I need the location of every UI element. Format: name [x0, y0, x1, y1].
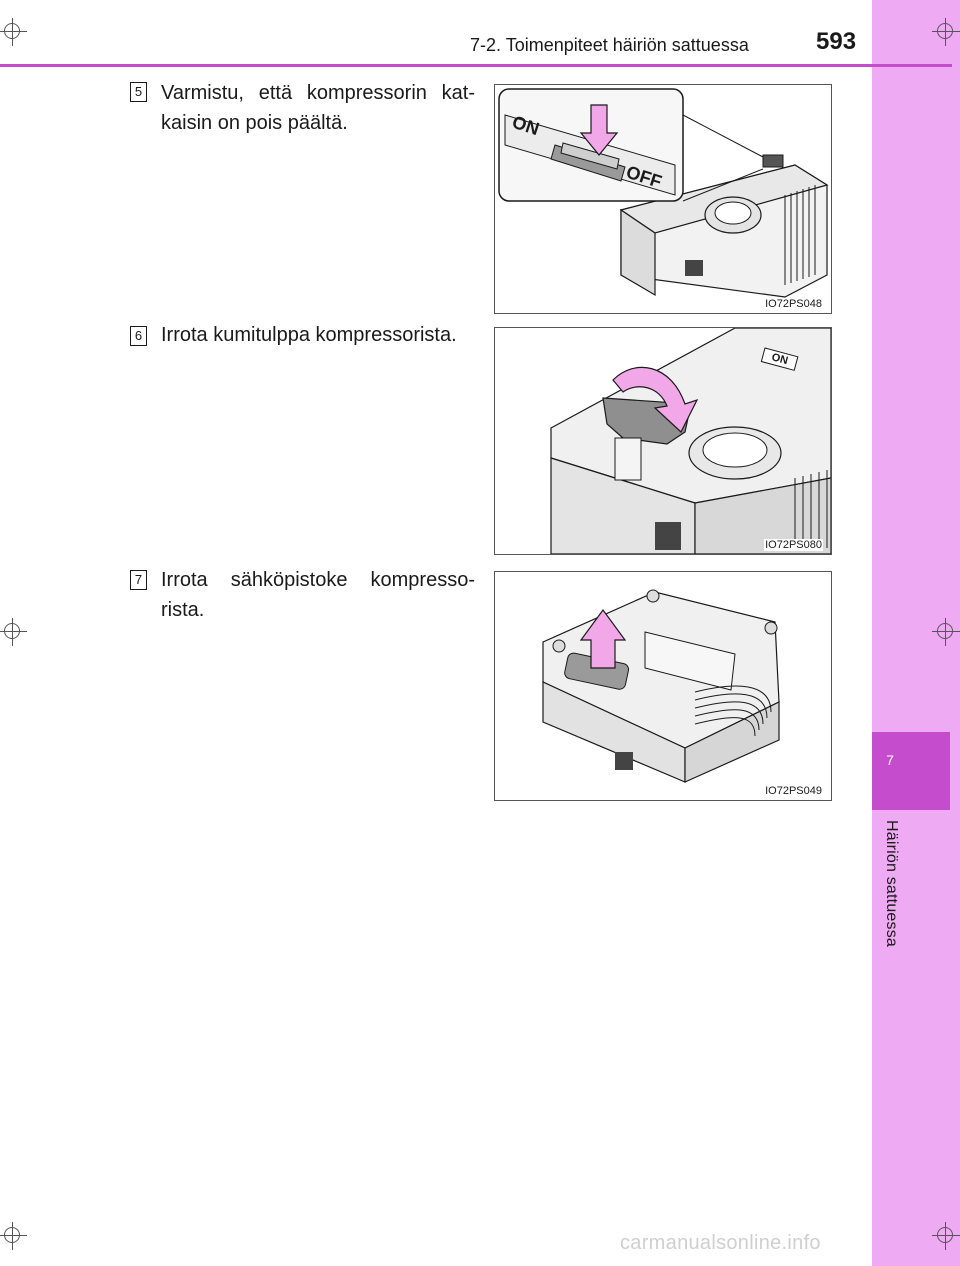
page-number: 593	[816, 28, 857, 55]
rubber-cap-illustration: ON	[550, 328, 831, 554]
step-instruction: Irrota kumitulppa kompressorista.	[161, 324, 457, 346]
crop-mark	[0, 618, 27, 646]
crop-mark	[932, 618, 960, 646]
press-arrow-icon	[579, 104, 619, 156]
figure-code: IO72PS049	[764, 785, 823, 797]
pull-arrow-icon	[579, 608, 627, 669]
step-number-badge: 7	[130, 570, 147, 590]
compressor-switch-illustration: ON OFF	[498, 88, 829, 298]
figure-compressor-switch: ON OFF IO72PS048	[494, 84, 832, 314]
header-rule	[0, 64, 952, 67]
figure-code: IO72PS080	[764, 539, 823, 551]
step-number-badge: 6	[130, 326, 147, 346]
crop-mark	[0, 1222, 27, 1250]
figure-code: IO72PS048	[764, 298, 823, 310]
step-number-badge: 5	[130, 82, 147, 102]
figure-power-plug: IO72PS049	[494, 571, 832, 801]
crop-mark	[0, 18, 27, 46]
watermark: carmanualsonline.info	[620, 1232, 821, 1254]
switch-on-label: ON	[770, 351, 789, 367]
section-title: 7-2. Toimenpiteet häiriön sattuessa	[470, 35, 749, 55]
lift-arrow-icon	[612, 366, 699, 433]
figure-rubber-cap: ON IO72PS080	[494, 327, 832, 555]
chapter-label: Häiriön sattuessa	[883, 820, 900, 948]
chapter-number: 7	[886, 752, 894, 768]
step-instruction: Irrota sähköpistoke kompresso­rista.	[161, 569, 475, 621]
chapter-tab[interactable]	[872, 732, 950, 810]
crop-mark	[932, 18, 960, 46]
power-plug-illustration	[542, 589, 780, 783]
crop-mark	[932, 1222, 960, 1250]
step-instruction: Varmistu, että kompressorin kat­kaisin o…	[161, 82, 475, 134]
